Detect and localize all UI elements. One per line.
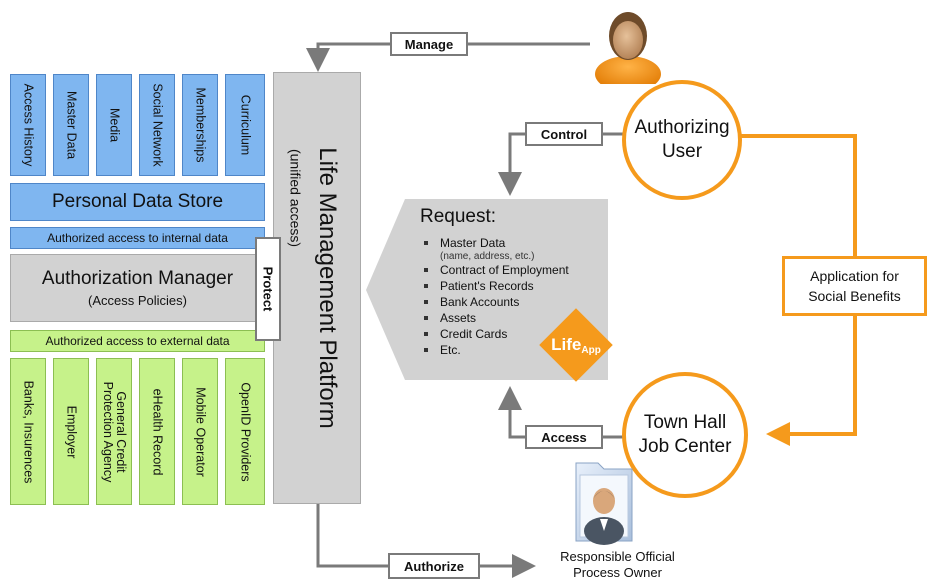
external-column-mobile-operator: Mobile Operator [182, 358, 218, 505]
external-column-label: OpenID Providers [238, 381, 253, 482]
authorize-label: Authorize [388, 553, 480, 579]
lifeapp-main: Life [551, 335, 582, 354]
store-column-master-data: Master Data [53, 74, 89, 176]
request-title: Request: [420, 206, 497, 227]
store-column-label: Curriculum [238, 94, 253, 156]
access-label: Access [525, 425, 603, 449]
request-panel: Request: Master Data(name, address, etc.… [420, 206, 605, 376]
external-column-label: Employer [64, 405, 79, 458]
request-item-label: Bank Accounts [440, 295, 520, 309]
external-column-label: Mobile Operator [193, 386, 208, 477]
access-label-text: Access [541, 429, 587, 445]
authorization-manager-subtitle: (Access Policies) [88, 293, 187, 308]
store-column-label: Social Network [150, 83, 165, 167]
request-item: Bank Accounts [420, 294, 605, 310]
store-column-media: Media [96, 74, 132, 176]
internal-access-label: Authorized access to internal data [47, 231, 228, 245]
request-item-label: Assets [440, 311, 477, 325]
authorizing-user-line1: Authorizing [634, 117, 730, 138]
request-item-label: Credit Cards [440, 327, 508, 341]
platform-subtitle: (unified access) [287, 148, 304, 248]
manage-label: Manage [390, 32, 468, 56]
official-line2: Process Owner [573, 565, 662, 580]
manage-label-text: Manage [404, 36, 454, 52]
external-access-label: Authorized access to external data [45, 334, 230, 348]
external-column-label: eHealth Record [150, 388, 165, 475]
request-item-label: Master Data [440, 236, 506, 250]
authorization-manager: Authorization Manager (Access Policies) [10, 254, 265, 322]
town-hall-node: Town Hall Job Center [622, 372, 748, 498]
authorizing-user-node: Authorizing User [622, 80, 742, 200]
lifeapp-sub: App [581, 345, 601, 356]
request-item: Etc. [420, 342, 605, 358]
external-column-label: Banks, Insurences [21, 380, 36, 483]
platform-title: Life Management Platform [314, 147, 341, 429]
lifeapp-text: LifeApp [542, 332, 610, 358]
personal-data-store: Personal Data Store [10, 183, 265, 221]
official-caption: Responsible Official Process Owner [530, 549, 705, 581]
request-list: Master Data(name, address, etc.) Contrac… [420, 235, 605, 358]
manage-connector [306, 42, 590, 72]
application-box: Application for Social Benefits [782, 256, 927, 316]
store-column-access-history: Access History [10, 74, 46, 176]
application-line2: Social Benefits [808, 288, 901, 304]
store-column-label: Access History [21, 83, 36, 167]
request-item: Assets [420, 310, 605, 326]
authorization-manager-title: Authorization Manager [41, 268, 234, 289]
authorize-label-text: Authorize [404, 558, 464, 574]
protect-label: Protect [255, 237, 281, 341]
request-item-sub: (name, address, etc.) [440, 251, 535, 262]
request-item-label: Contract of Employment [440, 263, 569, 277]
control-label: Control [525, 122, 603, 146]
request-item-label: Etc. [440, 343, 461, 357]
external-column-banks: Banks, Insurences [10, 358, 46, 505]
control-label-text: Control [540, 126, 588, 142]
external-access-bar: Authorized access to external data [10, 330, 265, 352]
store-column-label: Master Data [64, 90, 79, 160]
request-item-label: Patient's Records [440, 279, 534, 293]
official-icon [575, 462, 633, 545]
life-management-platform: Life Management Platform (unified access… [273, 72, 361, 504]
internal-access-bar: Authorized access to internal data [10, 227, 265, 249]
town-hall-line1: Town Hall [643, 412, 727, 433]
external-column-label: General Credit Protection Agency [101, 381, 128, 482]
authorizing-user-line2: User [661, 141, 703, 162]
store-column-curriculum: Curriculum [225, 74, 265, 176]
application-line1: Application for [810, 268, 899, 284]
request-item: Contract of Employment [420, 262, 605, 278]
personal-data-store-title: Personal Data Store [51, 191, 224, 212]
store-column-label: Media [107, 107, 122, 143]
town-hall-line2: Job Center [638, 436, 732, 457]
external-column-openid: OpenID Providers [225, 358, 265, 505]
request-item: Patient's Records [420, 278, 605, 294]
official-line1: Responsible Official [560, 549, 675, 564]
store-column-social-network: Social Network [139, 74, 175, 176]
request-item: Credit Cards [420, 326, 605, 342]
user-icon [595, 12, 661, 84]
store-column-memberships: Memberships [182, 74, 218, 176]
external-column-credit-agency: General Credit Protection Agency [96, 358, 132, 505]
external-column-employer: Employer [53, 358, 89, 505]
store-column-label: Memberships [193, 87, 208, 163]
request-item: Master Data(name, address, etc.) [420, 235, 605, 262]
external-column-ehealth: eHealth Record [139, 358, 175, 505]
protect-text: Protect [260, 266, 276, 312]
